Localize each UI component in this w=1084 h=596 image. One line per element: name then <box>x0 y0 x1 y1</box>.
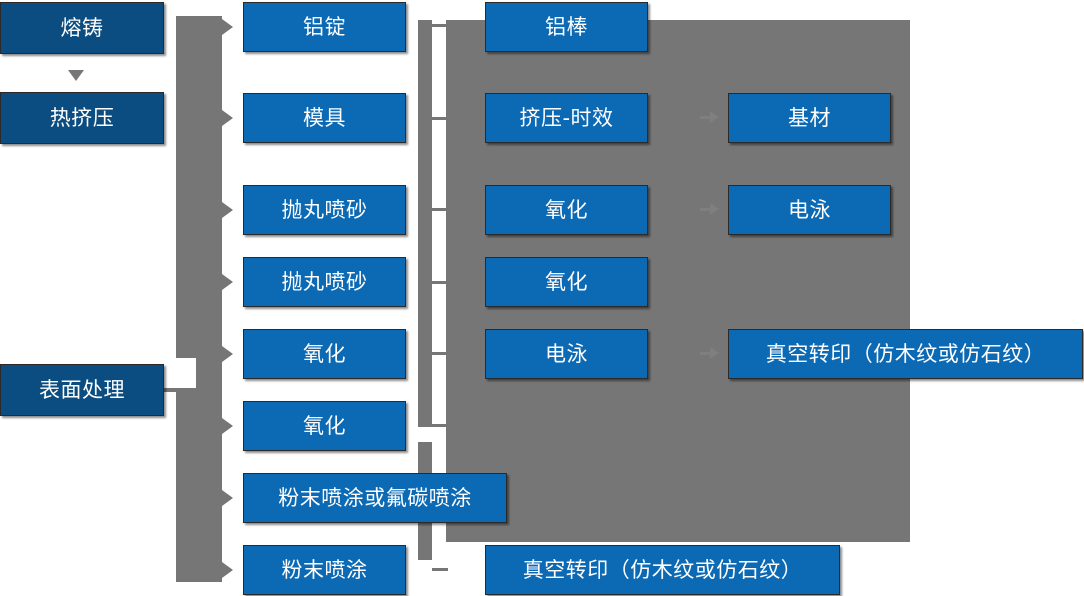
process-box-oxidation-2[interactable]: 氧化 <box>485 257 648 307</box>
material-label-mold: 模具 <box>303 105 346 130</box>
output-label-electrophoresis: 电泳 <box>788 197 831 222</box>
process-label-aluminum-bar: 铝棒 <box>545 14 588 39</box>
surface-treatment-stem <box>164 388 196 392</box>
output-box-electrophoresis[interactable]: 电泳 <box>728 185 891 235</box>
left-bar-arrow-6 <box>222 418 233 434</box>
output-arrow-1 <box>710 111 719 123</box>
left-bar-arrow-1 <box>222 19 233 35</box>
process-label-extrude-aging: 挤压-时效 <box>519 105 614 130</box>
material-box-shot-blast-2[interactable]: 抛丸喷砂 <box>243 257 406 307</box>
left-bar-arrow-3 <box>222 202 233 218</box>
material-label-powder-coating: 粉末喷涂 <box>281 557 368 582</box>
mid-bracket-tick-7 <box>432 568 448 571</box>
output-label-vacuum-transfer: 真空转印（仿木纹或仿石纹） <box>765 341 1046 366</box>
stage-down-arrow-icon <box>68 70 84 81</box>
mid-bracket-tick-3 <box>432 208 448 211</box>
process-box-vacuum-transfer[interactable]: 真空转印（仿木纹或仿石纹） <box>485 545 840 595</box>
surface-treatment-notch <box>164 358 196 392</box>
mid-bracket-tick-5 <box>432 352 448 355</box>
mid-bracket-tick-2 <box>432 117 448 120</box>
material-label-powder-or-fluorocarbon: 粉末喷涂或氟碳喷涂 <box>278 485 472 510</box>
mid-bracket-tick-4 <box>432 281 448 284</box>
output-box-substrate[interactable]: 基材 <box>728 93 891 143</box>
process-box-oxidation-1[interactable]: 氧化 <box>485 185 648 235</box>
material-label-oxidation-2: 氧化 <box>303 413 346 438</box>
material-label-oxidation-1: 氧化 <box>303 341 346 366</box>
material-box-oxidation-2[interactable]: 氧化 <box>243 401 406 451</box>
process-label-oxidation-2: 氧化 <box>545 269 588 294</box>
material-box-aluminum-ingot[interactable]: 铝锭 <box>243 2 406 52</box>
stage-label-surface-treatment: 表面处理 <box>39 377 125 402</box>
process-box-electrophoresis[interactable]: 电泳 <box>485 329 648 379</box>
mid-bracket-tick-1 <box>432 24 448 27</box>
output-arrow-3 <box>710 347 719 359</box>
material-box-shot-blast-1[interactable]: 抛丸喷砂 <box>243 185 406 235</box>
stage-box-surface-treatment[interactable]: 表面处理 <box>0 364 164 416</box>
mid-bracket-tick-6 <box>432 424 448 427</box>
left-bar-arrow-8 <box>222 562 233 578</box>
material-label-aluminum-ingot: 铝锭 <box>303 14 346 39</box>
left-bar-arrow-5 <box>222 346 233 362</box>
process-label-oxidation-1: 氧化 <box>545 197 588 222</box>
process-label-electrophoresis: 电泳 <box>545 341 588 366</box>
stage-label-melt-cast: 熔铸 <box>60 15 104 40</box>
output-box-vacuum-transfer[interactable]: 真空转印（仿木纹或仿石纹） <box>728 329 1083 379</box>
material-label-shot-blast-1: 抛丸喷砂 <box>281 197 368 222</box>
material-box-mold[interactable]: 模具 <box>243 93 406 143</box>
material-box-oxidation-1[interactable]: 氧化 <box>243 329 406 379</box>
left-bar-arrow-7 <box>222 490 233 506</box>
output-arrow-stem-1 <box>700 116 711 119</box>
left-bar-arrow-2 <box>222 110 233 126</box>
output-arrow-2 <box>710 203 719 215</box>
material-label-shot-blast-2: 抛丸喷砂 <box>281 269 368 294</box>
stage-label-hot-extrude: 热挤压 <box>49 105 115 130</box>
material-box-powder-or-fluorocarbon[interactable]: 粉末喷涂或氟碳喷涂 <box>243 473 507 523</box>
stage-box-melt-cast[interactable]: 熔铸 <box>0 2 164 54</box>
process-box-extrude-aging[interactable]: 挤压-时效 <box>485 93 648 143</box>
stage-box-hot-extrude[interactable]: 热挤压 <box>0 92 164 144</box>
process-box-aluminum-bar[interactable]: 铝棒 <box>485 2 648 52</box>
material-box-powder-coating[interactable]: 粉末喷涂 <box>243 545 406 595</box>
output-arrow-stem-2 <box>700 208 711 211</box>
stage-distribution-bar <box>176 16 222 582</box>
left-bar-arrow-4 <box>222 274 233 290</box>
output-label-substrate: 基材 <box>788 105 831 130</box>
output-arrow-stem-3 <box>700 352 711 355</box>
process-label-vacuum-transfer: 真空转印（仿木纹或仿石纹） <box>522 557 803 582</box>
mid-bracket-bar <box>418 20 432 427</box>
